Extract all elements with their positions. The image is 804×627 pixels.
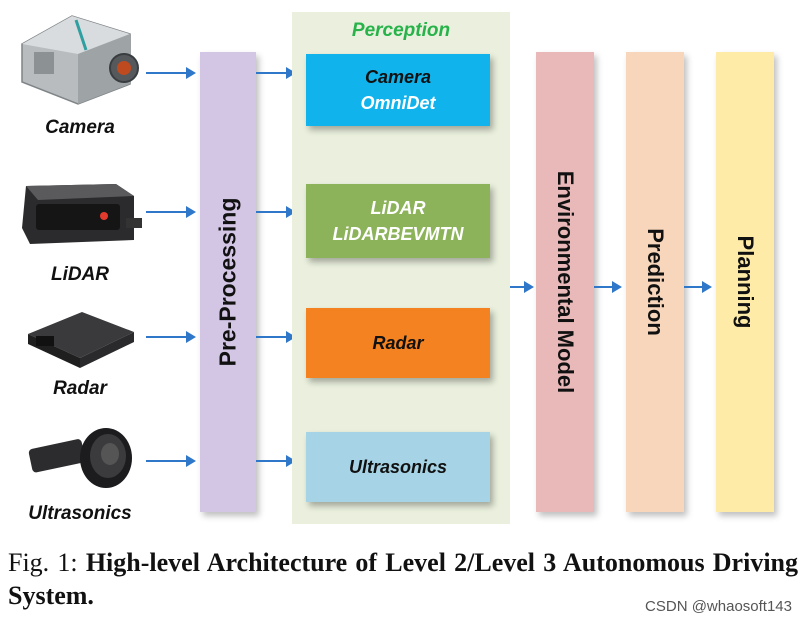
preprocessing-block: Pre-Processing (200, 52, 256, 512)
environmental-model-label: Environmental Model (553, 170, 578, 394)
radar-sensor-icon (22, 306, 140, 370)
sensor-label: LiDAR (50, 264, 110, 285)
figure-caption: Fig. 1: High-level Architecture of Level… (8, 546, 798, 612)
flow-arrow (146, 331, 196, 343)
caption-text: High-level Architecture of Level 2/Level… (8, 548, 798, 610)
flow-arrow (684, 281, 712, 293)
perception-box-radar: Radar (306, 308, 490, 378)
perception-title: Perception (351, 20, 451, 41)
perception-box-subtitle: OmniDet (360, 93, 436, 113)
perception-box-subtitle: LiDARBEVMTN (332, 224, 464, 244)
perception-box-title: LiDAR (370, 198, 426, 218)
perception-panel: Perception Camera OmniDet LiDAR LiDARBEV… (292, 12, 510, 524)
flow-arrow (256, 67, 296, 79)
planning-block: Planning (716, 52, 774, 512)
preprocessing-label: Pre-Processing (214, 197, 241, 367)
sensor-label: Ultrasonics (28, 503, 132, 524)
flow-arrow (146, 67, 196, 79)
flow-arrow (594, 281, 622, 293)
sensor-label: Camera (45, 117, 115, 138)
flow-arrow (510, 281, 534, 293)
perception-box-title: Radar (372, 333, 424, 353)
sensor-label: Radar (53, 378, 107, 399)
prediction-block: Prediction (626, 52, 684, 512)
flow-arrow (146, 455, 196, 467)
prediction-label: Prediction (643, 228, 668, 336)
lidar-sensor-icon (16, 178, 146, 250)
caption-prefix: Fig. 1: (8, 548, 78, 577)
flow-arrow (256, 455, 296, 467)
environmental-model-block: Environmental Model (536, 52, 594, 512)
flow-arrow (256, 331, 296, 343)
flow-arrow (146, 206, 196, 218)
flow-arrow (256, 206, 296, 218)
ultrasonic-sensor-icon (26, 418, 138, 496)
perception-box-title: Ultrasonics (348, 457, 448, 477)
perception-box-title: Camera (364, 67, 432, 87)
watermark: CSDN @whaosoft143 (645, 598, 792, 615)
perception-box-lidar: LiDAR LiDARBEVMTN (306, 184, 490, 258)
camera-sensor-icon (12, 6, 152, 106)
planning-label: Planning (733, 235, 758, 329)
perception-box-ultrasonics: Ultrasonics (306, 432, 490, 502)
perception-box-camera: Camera OmniDet (306, 54, 490, 126)
